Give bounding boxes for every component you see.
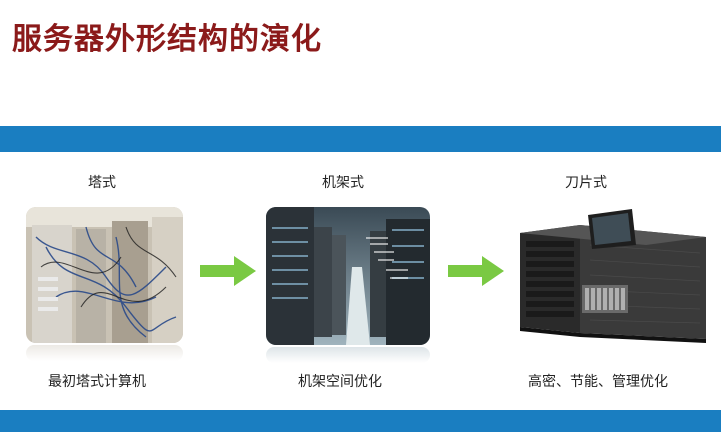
slide-title: 服务器外形结构的演化 [12, 22, 322, 57]
caption-tower: 最初塔式计算机 [48, 374, 146, 390]
arrow-right-icon [200, 256, 256, 290]
stage-label-rack: 机架式 [322, 175, 364, 191]
caption-rack: 机架空间优化 [298, 374, 382, 390]
tower-image-reflection [26, 345, 183, 361]
rack-image-reflection [266, 347, 430, 363]
blade-server-image [510, 205, 715, 350]
tower-server-image [26, 207, 183, 343]
top-blue-band [0, 126, 721, 152]
stage-label-blade: 刀片式 [565, 175, 607, 191]
arrow-right-icon [448, 256, 504, 290]
rack-server-image [266, 207, 430, 345]
stage-label-tower: 塔式 [88, 175, 116, 191]
bottom-blue-band [0, 410, 721, 432]
caption-blade: 高密、节能、管理优化 [528, 374, 668, 390]
